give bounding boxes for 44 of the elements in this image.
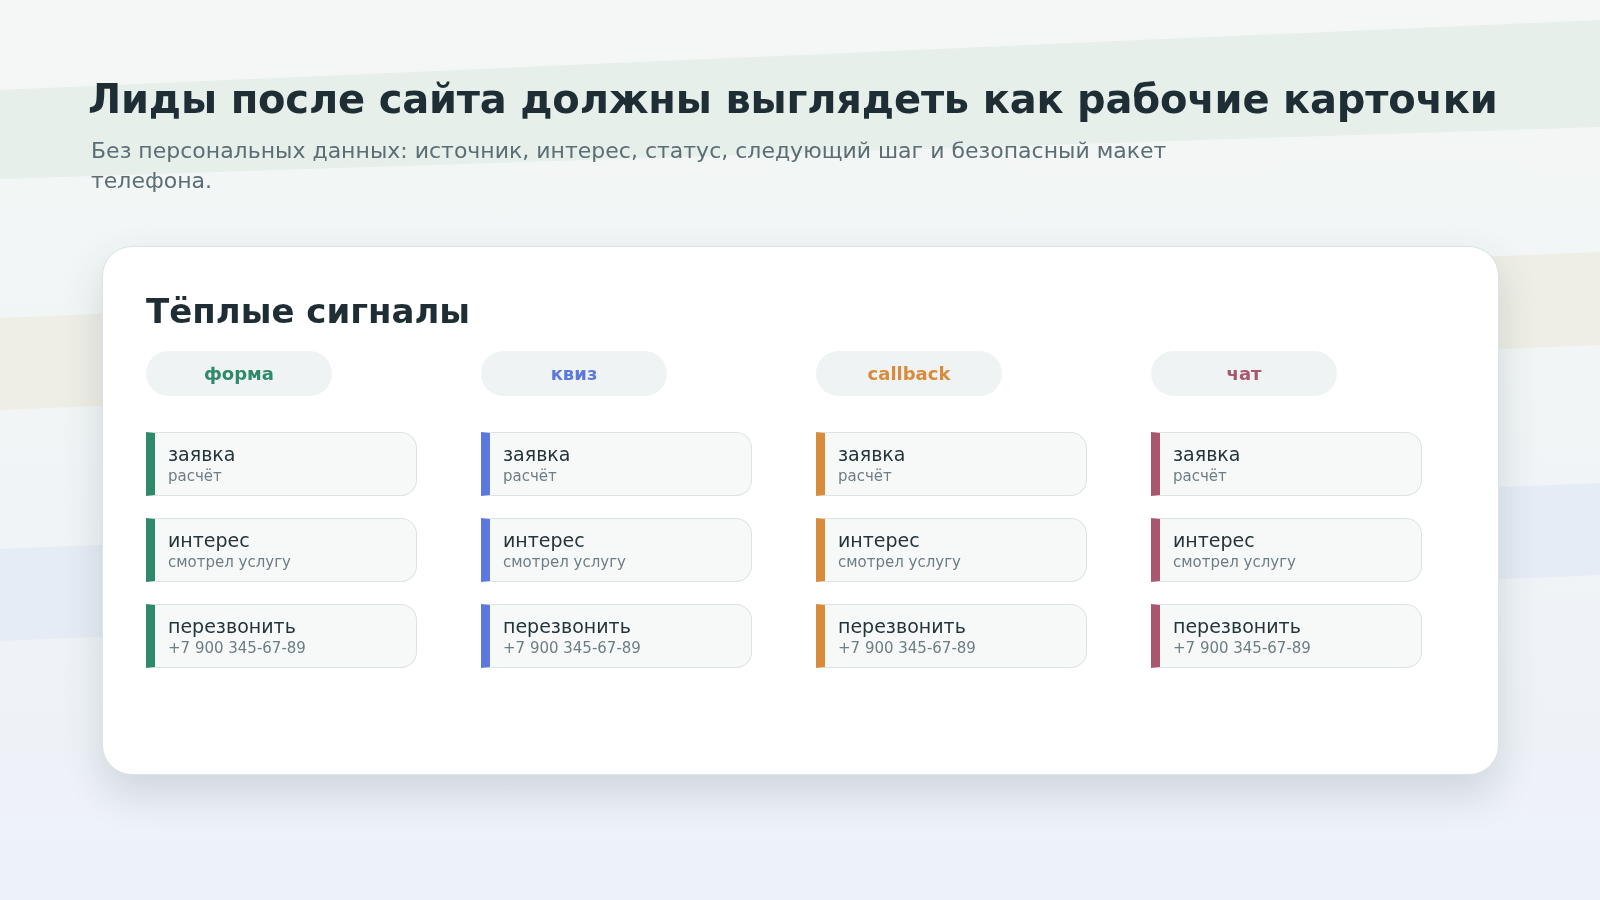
card-title: интерес xyxy=(503,528,586,552)
signal-card xyxy=(146,604,417,668)
card-title: перезвонить xyxy=(1173,614,1302,638)
card-title: заявка xyxy=(838,442,907,466)
card-title: интерес xyxy=(168,528,251,552)
source-tag: callback xyxy=(816,351,1002,396)
card-subtitle: смотрел услугу xyxy=(503,553,627,572)
signal-card xyxy=(146,518,417,582)
signal-card xyxy=(816,604,1087,668)
signal-card xyxy=(816,518,1087,582)
signal-card xyxy=(146,432,417,496)
panel-heading: Тёплые сигналы xyxy=(146,291,471,331)
card-subtitle: расчёт xyxy=(168,467,223,486)
card-subtitle: +7 900 345-67-89 xyxy=(1173,639,1312,658)
source-tag: чат xyxy=(1151,351,1337,396)
card-title: заявка xyxy=(1173,442,1242,466)
card-title: перезвонить xyxy=(503,614,632,638)
subtitle: Без персональных данных: источник, интерес, статус, следующий шаг и безопасный макет телефона. xyxy=(91,137,1168,195)
card-subtitle: +7 900 345-67-89 xyxy=(503,639,642,658)
signal-card xyxy=(481,432,752,496)
card-subtitle: смотрел услугу xyxy=(168,553,292,572)
card-title: заявка xyxy=(503,442,572,466)
card-subtitle: расчёт xyxy=(503,467,558,486)
signal-card xyxy=(816,432,1087,496)
card-subtitle: расчёт xyxy=(1173,467,1228,486)
card-subtitle: +7 900 345-67-89 xyxy=(168,639,307,658)
page-title: Лиды после сайта должны выглядеть как рабочие карточки xyxy=(88,76,1498,122)
card-subtitle: смотрел услугу xyxy=(838,553,962,572)
card-subtitle: +7 900 345-67-89 xyxy=(838,639,977,658)
card-title: перезвонить xyxy=(838,614,967,638)
card-subtitle: расчёт xyxy=(838,467,893,486)
card-subtitle: смотрел услугу xyxy=(1173,553,1297,572)
source-tag: квиз xyxy=(481,351,667,396)
signal-card xyxy=(481,604,752,668)
card-title: заявка xyxy=(168,442,237,466)
card-title: интерес xyxy=(838,528,921,552)
signal-card xyxy=(481,518,752,582)
card-title: интерес xyxy=(1173,528,1256,552)
signal-card xyxy=(1151,518,1422,582)
signal-card xyxy=(1151,604,1422,668)
source-tag: форма xyxy=(146,351,332,396)
panel-card xyxy=(102,246,1499,775)
signal-card xyxy=(1151,432,1422,496)
card-title: перезвонить xyxy=(168,614,297,638)
